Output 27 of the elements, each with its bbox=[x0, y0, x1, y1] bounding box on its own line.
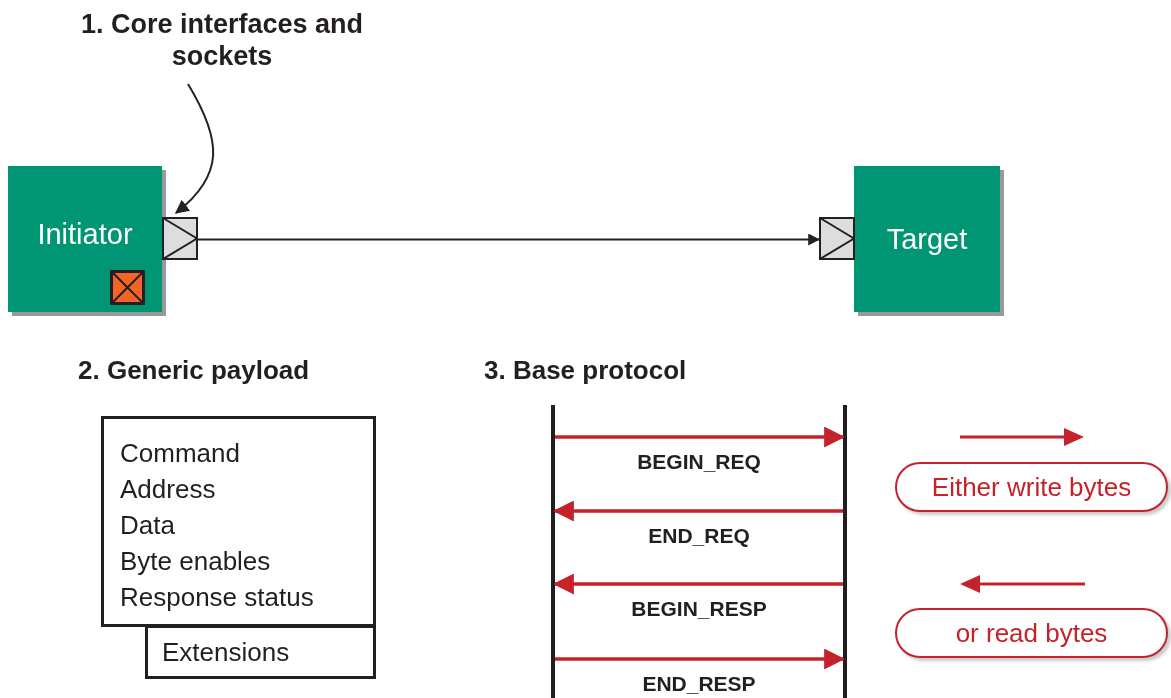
payload-field: Address bbox=[120, 471, 373, 507]
lifeline bbox=[551, 405, 555, 698]
payload-field: Command bbox=[120, 435, 373, 471]
socket-symbol bbox=[162, 217, 198, 260]
arrow bbox=[552, 573, 843, 595]
payload-field: Response status bbox=[120, 579, 373, 615]
note-pill bbox=[895, 608, 1168, 658]
section-heading: 2. Generic payload bbox=[78, 355, 310, 386]
note-pill bbox=[895, 462, 1168, 512]
arrow bbox=[555, 426, 846, 448]
extension-box bbox=[145, 625, 376, 679]
payload-field: Byte enables bbox=[120, 543, 373, 579]
lifeline bbox=[843, 405, 847, 698]
leader-arrow bbox=[174, 83, 215, 214]
socket-symbol bbox=[819, 217, 855, 260]
arrow bbox=[197, 233, 821, 246]
payload-field: Data bbox=[120, 507, 373, 543]
section-heading: 3. Base protocol bbox=[484, 355, 687, 386]
arrow bbox=[555, 648, 846, 670]
note-text: or read bytes bbox=[955, 617, 1108, 649]
module-name: Initiator bbox=[37, 217, 133, 251]
module-name: Target bbox=[886, 222, 968, 256]
note-text: Either write bytes bbox=[931, 471, 1132, 503]
extension-text: Extensions bbox=[162, 636, 290, 668]
callout-heading: 1. Core interfaces and sockets bbox=[52, 8, 392, 74]
arrow bbox=[552, 500, 843, 522]
payload-box bbox=[101, 416, 376, 627]
